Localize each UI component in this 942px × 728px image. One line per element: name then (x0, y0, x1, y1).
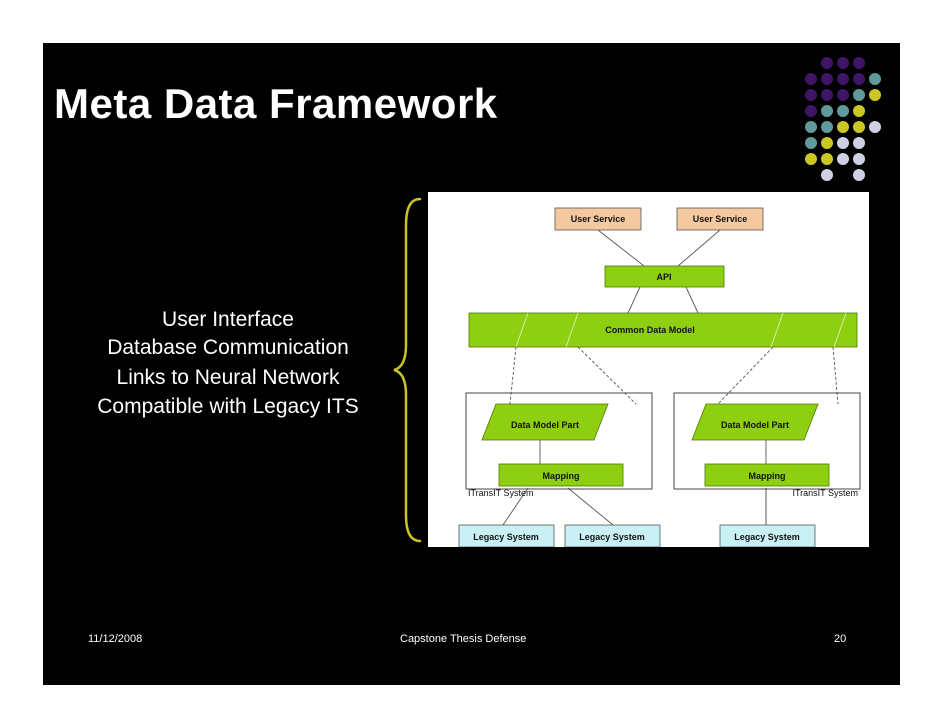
mapping-label-left: Mapping (543, 471, 580, 481)
user-service-box-left (554, 207, 642, 231)
footer-page-number: 20 (834, 633, 847, 645)
slide-title: Meta Data Framework (54, 80, 498, 127)
bullet-legacy-its: Compatible with Legacy ITS (97, 395, 359, 418)
legacy-system-label-2: Legacy System (579, 532, 645, 542)
curly-brace (393, 197, 422, 543)
mapping-box-left (498, 463, 624, 487)
mapping-box-right (704, 463, 830, 487)
system-frame-left (465, 392, 653, 490)
data-model-part-right (691, 403, 819, 441)
footer-title: Capstone Thesis Defense (400, 633, 527, 645)
system-label-left: ITransIT System (468, 488, 534, 498)
legacy-system-label-3: Legacy System (734, 532, 800, 542)
legacy-system-box-3 (719, 524, 816, 547)
legacy-system-label-1: Legacy System (473, 532, 539, 542)
data-model-part-label-left: Data Model Part (511, 420, 579, 430)
bullet-database-communication: Database Communication (107, 336, 349, 359)
mapping-label-right: Mapping (749, 471, 786, 481)
common-data-model-label: Common Data Model (605, 325, 695, 335)
bullet-neural-network: Links to Neural Network (116, 366, 340, 389)
common-data-model-box (468, 312, 858, 348)
data-model-part-left (481, 403, 609, 441)
system-frame-right (673, 392, 861, 490)
system-label-right: ITransIT System (792, 488, 858, 498)
footer-date: 11/12/2008 (88, 633, 143, 645)
api-label: API (656, 272, 671, 282)
bullet-user-interface: User Interface (162, 308, 294, 331)
user-service-label-right: User Service (693, 214, 748, 224)
legacy-system-box-2 (564, 524, 661, 547)
data-model-part-label-right: Data Model Part (721, 420, 789, 430)
architecture-diagram: User Service User Service API Common Dat… (428, 192, 869, 547)
user-service-box-right (676, 207, 764, 231)
api-box (604, 265, 725, 288)
legacy-system-box-1 (458, 524, 555, 547)
user-service-label-left: User Service (571, 214, 626, 224)
